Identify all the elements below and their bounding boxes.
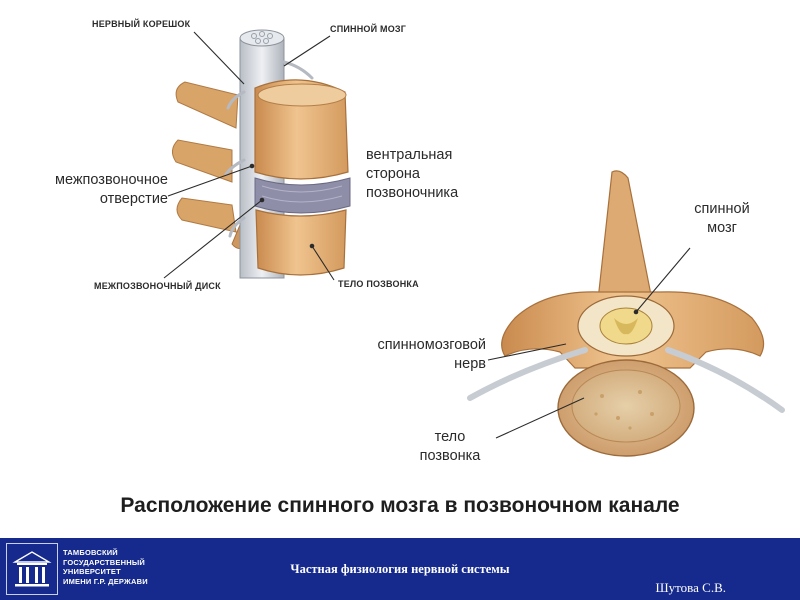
- label-spinal-nerve-line1: спинномозговой: [377, 337, 486, 353]
- label-ventral-side-line3: позвоночника: [366, 185, 459, 201]
- leader-lines-right: [487, 247, 691, 439]
- label-spinal-nerve-line2: нерв: [454, 356, 486, 372]
- university-name-line: ИМЕНИ Г.Р. ДЕРЖАВИ: [63, 576, 148, 586]
- label-spinal-nerve: спинномозговой нерв: [336, 336, 486, 374]
- university-name-line: ГОСУДАРСТВЕННЫЙ: [63, 557, 145, 567]
- label-vertebral-body-right-line1: тело: [434, 429, 466, 445]
- intervertebral-disc: [254, 177, 351, 214]
- vertebra-cross-section: [467, 170, 785, 457]
- university-name-line: ТАМБОВСКИЙ: [63, 548, 118, 557]
- label-ventral-side-line1: вентральная: [366, 147, 453, 163]
- university-name-line: УНИВЕРСИТЕТ: [63, 567, 121, 576]
- label-spinal-cord-right: спинной мозг: [672, 200, 772, 238]
- leader-lines-left: [163, 31, 335, 281]
- spinous-processes: [172, 81, 253, 250]
- course-title: Частная физиология нервной системы: [290, 562, 510, 576]
- slide-title: Расположение спинного мозга в позвоночно…: [120, 494, 680, 517]
- building-icon: [12, 551, 52, 587]
- label-spinal-cord-top: СПИННОЙ МОЗГ: [330, 24, 407, 34]
- label-spinal-cord-right-line1: спинной: [694, 201, 750, 217]
- university-logo: [6, 543, 58, 595]
- footer-bar: ТАМБОВСКИЙ ГОСУДАРСТВЕННЫЙ УНИВЕРСИТЕТ И…: [0, 538, 800, 600]
- label-nerve-root: НЕРВНЫЙ КОРЕШОК: [92, 19, 191, 29]
- label-spinal-cord-right-line2: мозг: [707, 220, 737, 236]
- label-ventral-side-line2: сторона: [366, 166, 420, 182]
- nerve-roots: [224, 60, 314, 238]
- author-name: Шутова С.В.: [655, 580, 726, 595]
- label-vertebral-body-right: тело позвонка: [400, 428, 500, 466]
- label-intervertebral-disc: МЕЖПОЗВОНОЧНЫЙ ДИСК: [94, 281, 221, 291]
- label-vertebral-body-left: ТЕЛО ПОЗВОНКА: [338, 279, 419, 289]
- label-intervertebral-foramen-line1: межпозвоночное: [54, 172, 168, 188]
- vertebra-upper: [254, 79, 349, 180]
- vertebra-lower: [255, 209, 347, 276]
- diagram-canvas: [163, 29, 785, 457]
- label-vertebral-body-right-line2: позвонка: [419, 448, 481, 464]
- label-intervertebral-foramen-line2: отверстие: [99, 191, 168, 207]
- label-intervertebral-foramen: межпозвоночное отверстие: [18, 171, 168, 209]
- university-name: ТАМБОВСКИЙ ГОСУДАРСТВЕННЫЙ УНИВЕРСИТЕТ И…: [63, 548, 148, 586]
- label-ventral-side: вентральная сторона позвоночника: [366, 146, 458, 203]
